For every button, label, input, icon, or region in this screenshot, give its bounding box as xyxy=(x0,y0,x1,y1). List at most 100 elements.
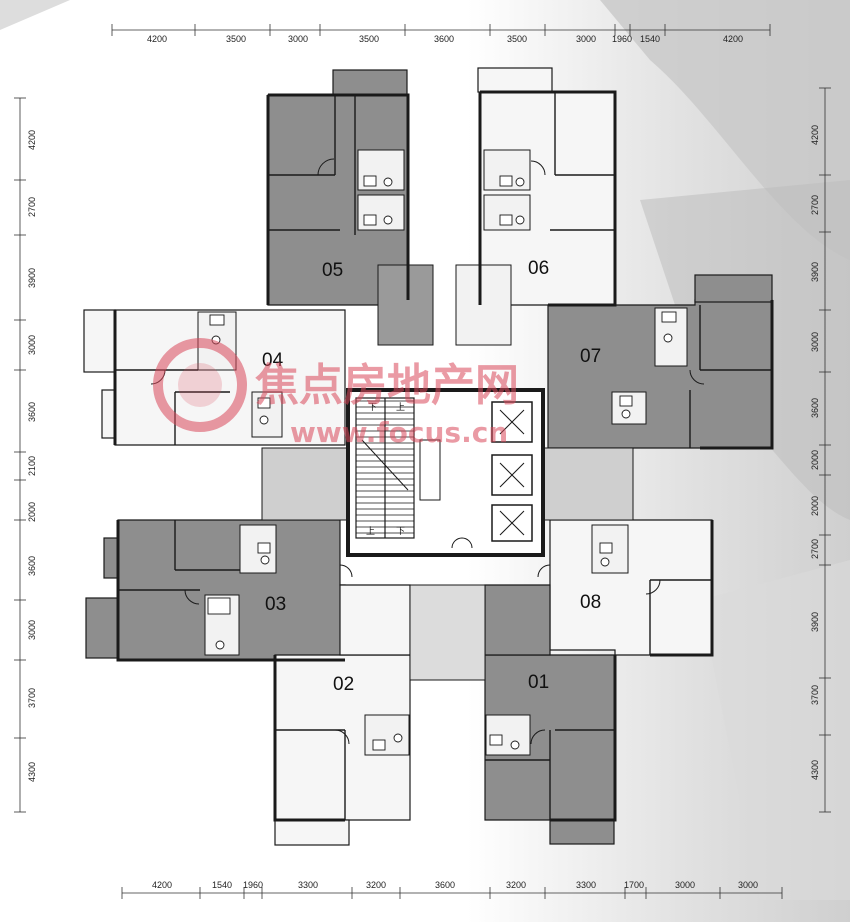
stair-break-line xyxy=(361,439,409,491)
watermark: 焦点房地产网 www.focus.cn xyxy=(153,338,519,449)
dim-label: 4200 xyxy=(723,34,743,44)
unit-label-05: 05 xyxy=(322,260,343,281)
basin-icon xyxy=(663,333,673,343)
wc-icon xyxy=(489,734,503,746)
exterior-walls xyxy=(113,90,774,822)
dim-label: 3300 xyxy=(576,880,596,890)
dim-label: 2100 xyxy=(27,456,37,476)
dim-label: 1700 xyxy=(624,880,644,890)
dim-label: 1960 xyxy=(612,34,632,44)
dim-label: 3700 xyxy=(27,688,37,708)
dim-label: 3600 xyxy=(27,556,37,576)
basin-icon xyxy=(510,740,520,750)
unit-05-balcony xyxy=(332,69,408,96)
dimension-ticks xyxy=(14,24,831,899)
unit-label-07: 07 xyxy=(580,346,601,367)
scan-shadow xyxy=(0,0,70,30)
dim-label: 2700 xyxy=(27,197,37,217)
dim-label: 3300 xyxy=(298,880,318,890)
dim-label: 3600 xyxy=(434,34,454,44)
unit-labels: 05 06 04 07 03 08 02 01 xyxy=(262,258,601,695)
dim-label: 3600 xyxy=(435,880,455,890)
unit-04-window-bay xyxy=(101,389,116,439)
dim-label: 3200 xyxy=(506,880,526,890)
unit-label-04: 04 xyxy=(262,350,284,371)
top-dimension-labels: 4200 3500 3000 3500 3600 3500 3000 1960 … xyxy=(147,34,743,44)
elevator-cross xyxy=(499,409,525,435)
corridor-west xyxy=(261,447,351,521)
watermark-cn-text: 焦点房地产网 xyxy=(255,360,519,411)
basin-icon xyxy=(621,409,631,419)
wc-icon xyxy=(499,175,513,187)
dim-label: 3200 xyxy=(366,880,386,890)
stair-up-label: 上 xyxy=(366,526,375,537)
unit-06-balcony xyxy=(477,67,553,93)
dim-label: 3900 xyxy=(810,262,820,282)
bathtub-icon xyxy=(207,597,231,615)
dimension-lines xyxy=(19,29,826,894)
wc-icon xyxy=(209,314,225,326)
dim-label: 3900 xyxy=(27,268,37,288)
wc-icon xyxy=(363,175,377,187)
dim-label: 3700 xyxy=(810,685,820,705)
right-dimension-labels: 4200 2700 3900 3000 3600 2000 2000 2700 … xyxy=(810,125,820,780)
basin-icon xyxy=(515,177,525,187)
wc-icon xyxy=(599,542,613,554)
wc-icon xyxy=(661,311,677,323)
unit-02-entry xyxy=(339,584,411,656)
unit-04-bathroom xyxy=(251,391,283,438)
dim-label: 3600 xyxy=(810,398,820,418)
elevator-car xyxy=(491,454,533,496)
basin-icon xyxy=(260,555,270,565)
stair-up-label: 上 xyxy=(396,402,405,413)
basin-icon xyxy=(600,557,610,567)
corridor-east xyxy=(542,447,634,521)
elevator-cross xyxy=(499,510,525,536)
dim-label: 3600 xyxy=(27,402,37,422)
unit-01-balcony xyxy=(549,819,615,845)
scan-shadow xyxy=(700,560,850,900)
core-door-swing xyxy=(451,537,473,549)
dim-label: 4200 xyxy=(27,130,37,150)
dim-label: 1540 xyxy=(640,34,660,44)
stair-down-label: 下 xyxy=(396,527,405,537)
wc-icon xyxy=(499,214,513,226)
basin-icon xyxy=(393,733,403,743)
dim-label: 3000 xyxy=(288,34,308,44)
wc-icon xyxy=(257,542,271,554)
watermark-logo-icon xyxy=(178,363,222,407)
wc-icon xyxy=(257,397,271,409)
unit-label-03: 03 xyxy=(265,594,286,615)
central-core: 下 上 上 下 xyxy=(346,388,545,557)
dim-label: 3000 xyxy=(27,620,37,640)
basin-icon xyxy=(383,177,393,187)
unit-03-window-bay xyxy=(103,537,119,579)
sanitary-fixtures xyxy=(207,175,677,751)
basin-icon xyxy=(383,215,393,225)
dim-label: 3000 xyxy=(810,332,820,352)
unit-02-bathroom xyxy=(364,714,410,756)
dim-label: 2000 xyxy=(810,496,820,516)
unit-07-balcony xyxy=(694,274,773,303)
unit-02-balcony xyxy=(274,819,350,846)
bottom-dimension-labels: 4200 1540 1960 3300 3200 3600 3200 3300 … xyxy=(152,880,758,890)
unit-04-balcony xyxy=(83,309,116,373)
dim-label: 3000 xyxy=(675,880,695,890)
dim-label: 3000 xyxy=(738,880,758,890)
dim-label: 3000 xyxy=(576,34,596,44)
wc-icon xyxy=(619,395,633,407)
unit-label-06: 06 xyxy=(528,258,549,279)
dim-label: 2700 xyxy=(810,195,820,215)
dim-label: 4200 xyxy=(147,34,167,44)
unit-08-floor xyxy=(549,519,713,656)
dim-label: 2000 xyxy=(810,450,820,470)
dim-label: 2700 xyxy=(810,539,820,559)
elevator-cross xyxy=(499,462,525,488)
basin-icon xyxy=(515,215,525,225)
dim-label: 4200 xyxy=(152,880,172,890)
wc-icon xyxy=(372,739,386,751)
unit-label-02: 02 xyxy=(333,674,354,695)
unit-01-entry xyxy=(484,584,551,656)
dim-label: 3500 xyxy=(507,34,527,44)
dim-label: 3000 xyxy=(27,335,37,355)
